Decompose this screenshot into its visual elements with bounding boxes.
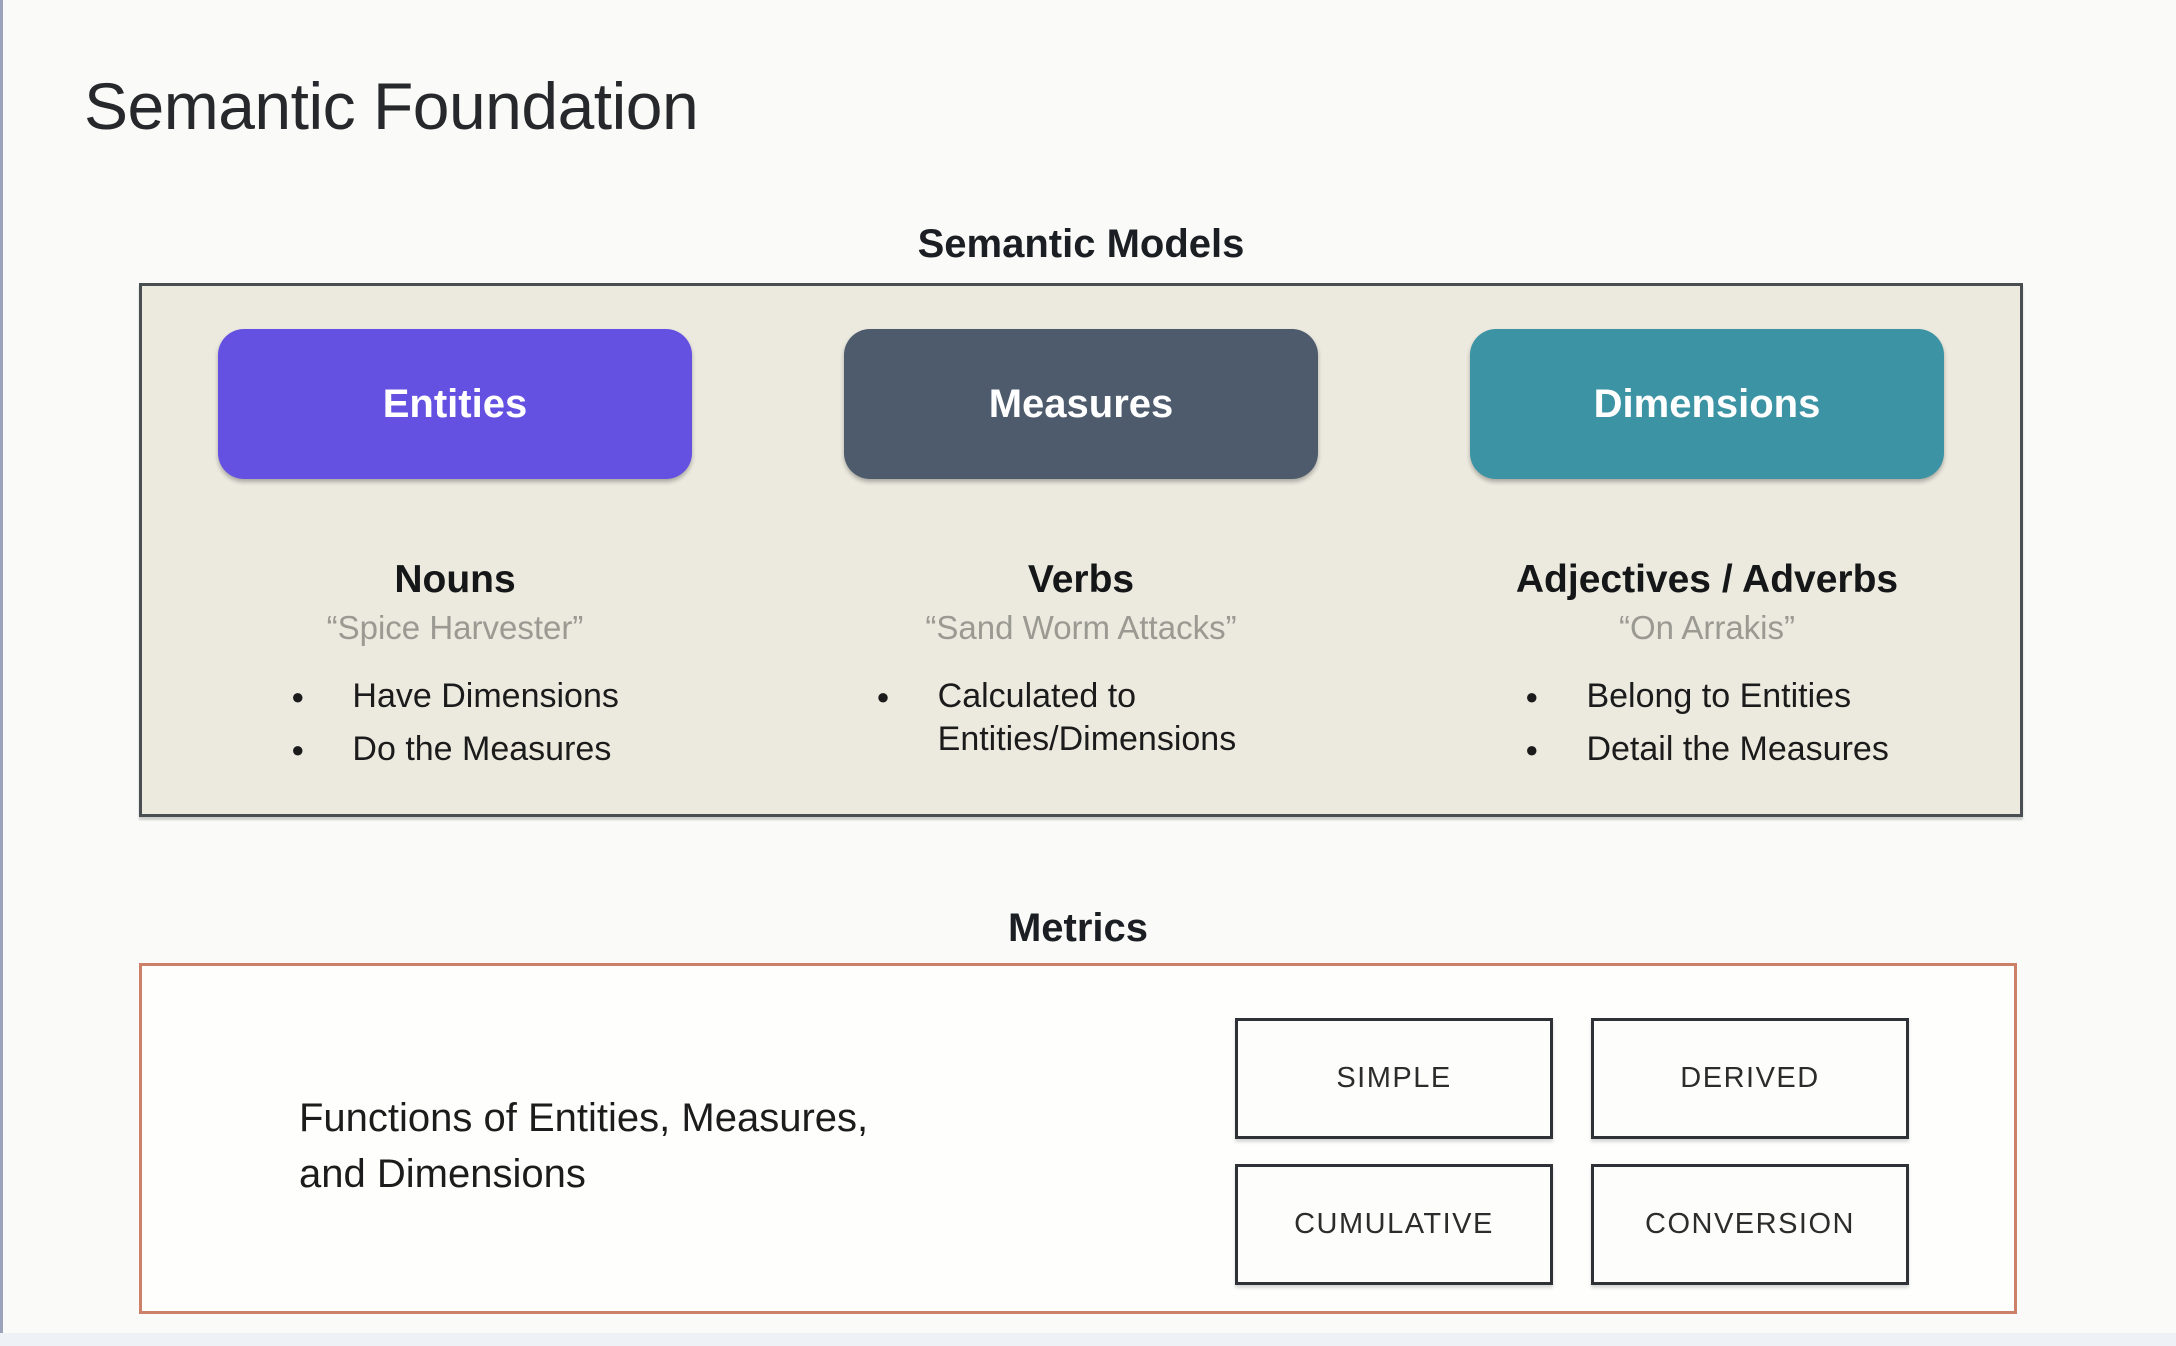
model-column-dimensions: Dimensions Adjectives / Adverbs “On Arra… [1394, 286, 2020, 814]
bullet-text: Calculated to Entities/Dimensions [937, 676, 1237, 759]
bullet-icon: ● [291, 737, 305, 763]
list-item: ● Calculated to Entities/Dimensions [876, 675, 1285, 762]
model-column-entities: Entities Nouns “Spice Harvester” ● Have … [142, 286, 768, 814]
metric-types-grid: SIMPLE DERIVED CUMULATIVE CONVERSION [1235, 1018, 1909, 1285]
entities-example-quote: “Spice Harvester” [326, 608, 584, 646]
page-title: Semantic Foundation [84, 69, 699, 143]
bullet-text: Do the Measures [352, 730, 612, 769]
metric-type-simple: SIMPLE [1235, 1018, 1553, 1139]
metric-type-conversion: CONVERSION [1591, 1164, 1909, 1285]
list-item: ● Detail the Measures [1525, 728, 1889, 772]
dimensions-pill: Dimensions [1470, 329, 1944, 479]
bullet-text: Detail the Measures [1586, 730, 1889, 769]
metrics-description-line: Functions of Entities, Measures, [299, 1096, 869, 1140]
entities-part-of-speech: Nouns [394, 558, 516, 601]
entities-bullet-list: ● Have Dimensions ● Do the Measures [291, 675, 619, 782]
bullet-text: Belong to Entities [1586, 676, 1852, 715]
dimensions-example-quote: “On Arrakis” [1618, 608, 1796, 646]
metrics-heading: Metrics [1007, 906, 1149, 950]
semantic-models-box: Entities Nouns “Spice Harvester” ● Have … [139, 283, 2023, 817]
metrics-description: Functions of Entities, Measures, and Dim… [299, 1090, 868, 1202]
list-item: ● Do the Measures [291, 728, 619, 772]
measures-pill: Measures [844, 329, 1318, 479]
measures-part-of-speech: Verbs [1027, 558, 1135, 601]
bullet-icon: ● [291, 683, 305, 709]
metric-type-cumulative: CUMULATIVE [1235, 1164, 1553, 1285]
metric-type-derived: DERIVED [1591, 1018, 1909, 1139]
bullet-icon: ● [1525, 737, 1539, 763]
measures-example-quote: “Sand Worm Attacks” [925, 608, 1237, 646]
window-left-edge [0, 0, 3, 1346]
model-column-measures: Measures Verbs “Sand Worm Attacks” ● Cal… [768, 286, 1394, 814]
list-item: ● Belong to Entities [1525, 675, 1889, 719]
metrics-description-line: and Dimensions [299, 1152, 586, 1196]
measures-bullet-list: ● Calculated to Entities/Dimensions [876, 675, 1285, 772]
bullet-icon: ● [1525, 683, 1539, 709]
bullet-text: Have Dimensions [352, 676, 619, 715]
list-item: ● Have Dimensions [291, 675, 619, 719]
dimensions-part-of-speech: Adjectives / Adverbs [1515, 558, 1899, 601]
metrics-box: Functions of Entities, Measures, and Dim… [139, 963, 2017, 1314]
bullet-icon: ● [876, 683, 890, 709]
dimensions-bullet-list: ● Belong to Entities ● Detail the Measur… [1525, 675, 1889, 782]
entities-pill: Entities [218, 329, 692, 479]
semantic-models-heading: Semantic Models [917, 222, 1245, 266]
window-bottom-edge [0, 1333, 2176, 1346]
